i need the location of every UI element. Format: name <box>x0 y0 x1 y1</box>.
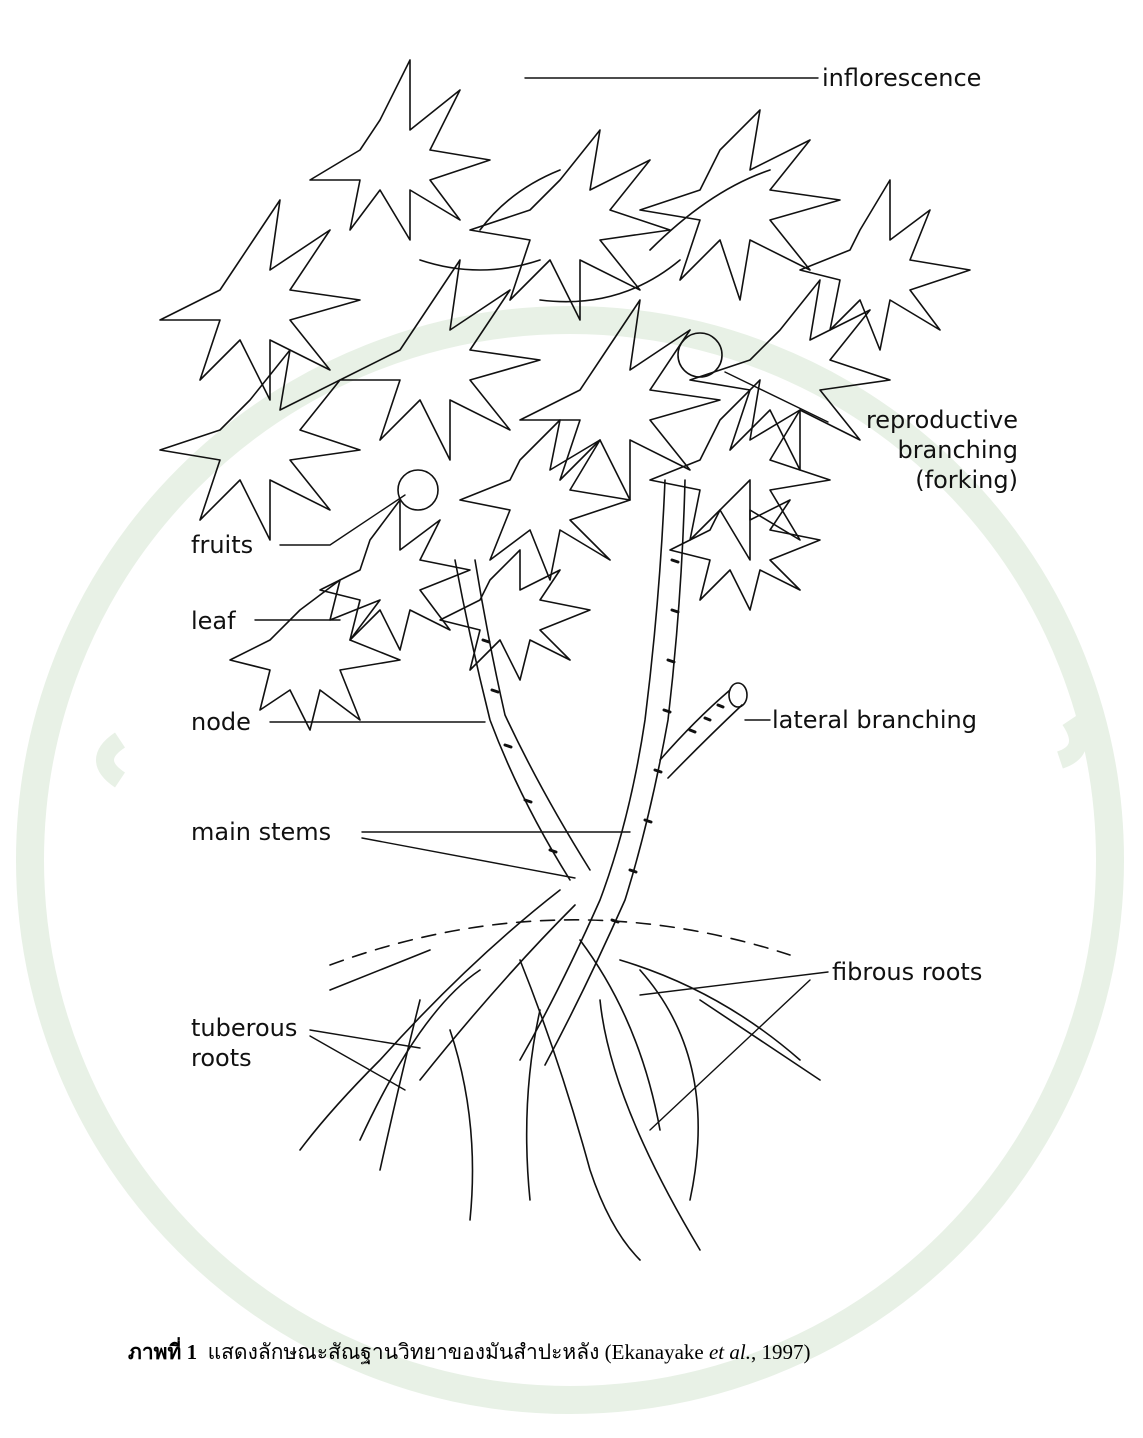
label-leaf: leaf <box>191 607 236 635</box>
label-reproductive-line3: (forking) <box>915 466 1018 494</box>
figure-number: ภาพที่ 1 <box>128 1340 197 1364</box>
label-tuberous-line2: roots <box>191 1044 252 1072</box>
caption-year: , 1997) <box>751 1340 811 1364</box>
label-lateral-branching: lateral branching <box>772 706 977 734</box>
label-fibrous-roots: fibrous roots <box>832 958 982 986</box>
label-tuberous-line1: tuberous <box>191 1014 297 1042</box>
figure-caption: ภาพที่ 1 แสดงลักษณะสัณฐานวิทยาของมันสำปะ… <box>128 1336 810 1369</box>
plant-drawing <box>160 60 970 1260</box>
diagram-labels: inflorescence reproductive branching (fo… <box>191 64 1018 1072</box>
label-reproductive-line2: branching <box>897 436 1018 464</box>
soil-line <box>330 920 790 965</box>
lateral-branch <box>660 683 747 778</box>
leader-lines <box>255 78 828 1130</box>
label-reproductive-line1: reproductive <box>866 406 1018 434</box>
label-node: node <box>191 708 251 736</box>
caption-text: แสดงลักษณะสัณฐานวิทยาของมันสำปะหลัง (Eka… <box>208 1340 704 1364</box>
caption-et-al: et al. <box>709 1340 751 1364</box>
label-inflorescence: inflorescence <box>822 64 981 92</box>
label-main-stems: main stems <box>191 818 331 846</box>
label-fruits: fruits <box>191 531 253 559</box>
